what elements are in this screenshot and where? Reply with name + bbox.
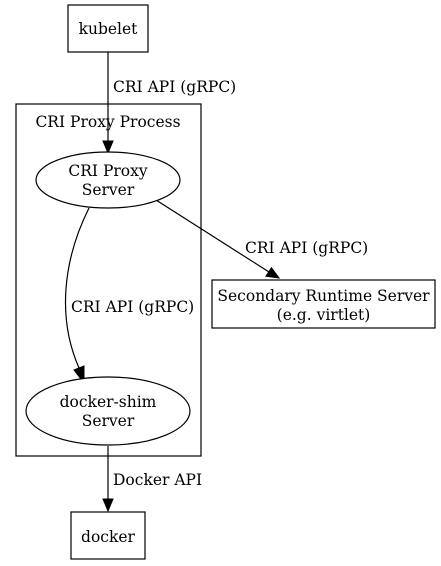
node-kubelet: kubelet <box>67 4 149 53</box>
node-kubelet-box <box>67 4 149 53</box>
node-kubelet-label: kubelet <box>79 20 139 38</box>
node-secondary-runtime-server-box <box>211 279 436 329</box>
arrowhead <box>265 266 281 279</box>
edge-curve <box>64 207 90 369</box>
node-secondary-runtime-server-label-line2: (e.g. virtlet) <box>277 306 371 324</box>
node-cri-proxy-server: CRI Proxy Server <box>35 151 181 209</box>
node-cri-proxy-server-label-line1: CRI Proxy <box>68 162 147 180</box>
edge-kubelet-to-cri-proxy: CRI API (gRPC) <box>102 52 236 155</box>
arrowhead <box>102 140 114 155</box>
node-cri-proxy-server-ellipse <box>35 151 181 209</box>
node-docker-shim-server-label-line2: Server <box>82 412 135 430</box>
edge-docker-shim-to-docker: Docker API <box>102 446 202 513</box>
node-cri-proxy-server-label-line2: Server <box>82 181 135 199</box>
node-docker: docker <box>70 511 146 560</box>
edge-line <box>155 199 270 273</box>
edge-label-shim-to-docker: Docker API <box>113 471 202 489</box>
node-docker-box <box>70 511 146 560</box>
edge-label-proxy-to-secondary: CRI API (gRPC) <box>245 239 368 257</box>
edge-label-kubelet-to-proxy: CRI API (gRPC) <box>113 78 236 96</box>
arrowhead <box>102 498 114 513</box>
node-secondary-runtime-server-label-line1: Secondary Runtime Server <box>217 287 430 305</box>
edge-label-proxy-to-shim: CRI API (gRPC) <box>71 298 194 316</box>
node-docker-label: docker <box>81 528 136 546</box>
edge-cri-proxy-to-secondary: CRI API (gRPC) <box>155 199 368 279</box>
node-docker-shim-server-ellipse <box>25 376 191 446</box>
node-docker-shim-server: docker-shim Server <box>25 376 191 446</box>
node-docker-shim-server-label-line1: docker-shim <box>60 393 157 411</box>
node-secondary-runtime-server: Secondary Runtime Server (e.g. virtlet) <box>211 279 436 329</box>
edge-cri-proxy-to-docker-shim: CRI API (gRPC) <box>64 207 194 385</box>
